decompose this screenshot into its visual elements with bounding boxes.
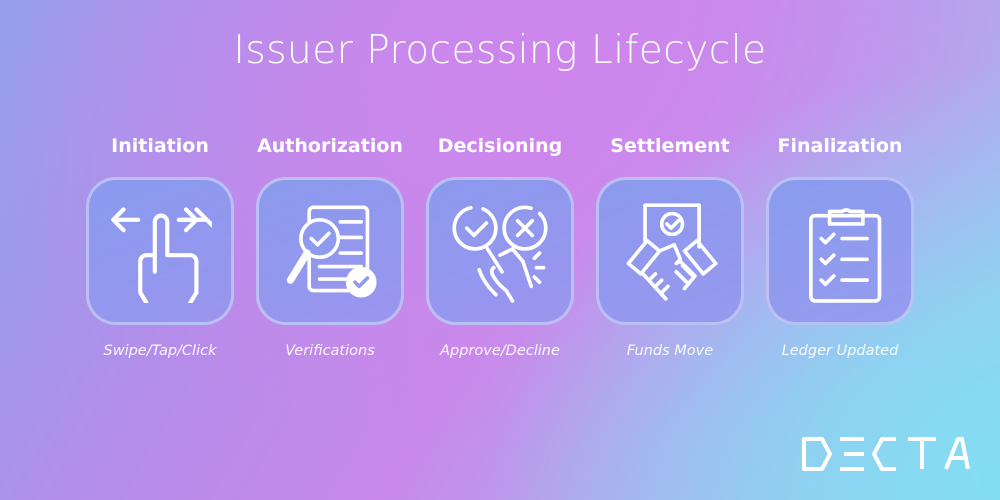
step-caption: Swipe/Tap/Click — [103, 343, 217, 359]
step-label: Initiation — [111, 135, 209, 157]
step-finalization: Finalization Ledger Updated — [755, 132, 925, 359]
decta-logo — [802, 437, 970, 471]
step-caption: Funds Move — [626, 343, 714, 359]
step-icon-tile — [596, 177, 744, 325]
step-icon-tile — [86, 177, 234, 325]
step-authorization: Authorization Verifications — [245, 132, 415, 359]
page-title: Issuer Processing Lifecycle — [233, 28, 767, 73]
step-icon-tile — [256, 177, 404, 325]
document-verification-icon — [286, 205, 377, 298]
step-caption: Verifications — [285, 343, 375, 359]
step-label: Decisioning — [437, 135, 563, 157]
step-label: Settlement — [610, 135, 730, 157]
step-settlement: Settlement Funds Move — [585, 132, 755, 359]
approve-decline-icon — [452, 205, 548, 303]
step-caption: Ledger Updated — [781, 343, 899, 359]
handshake-icon — [626, 203, 718, 301]
step-initiation: Initiation Swipe/Tap/Click — [75, 132, 245, 359]
step-icon-tile — [426, 177, 574, 325]
step-caption: Approve/Decline — [440, 343, 560, 359]
step-label: Finalization — [777, 135, 903, 157]
clipboard-checklist-icon — [809, 208, 882, 303]
step-decisioning: Decisioning Approve/Decline — [415, 132, 585, 359]
step-label: Authorization — [257, 135, 403, 157]
swipe-hand-icon — [111, 207, 212, 303]
step-icon-tile — [766, 177, 914, 325]
